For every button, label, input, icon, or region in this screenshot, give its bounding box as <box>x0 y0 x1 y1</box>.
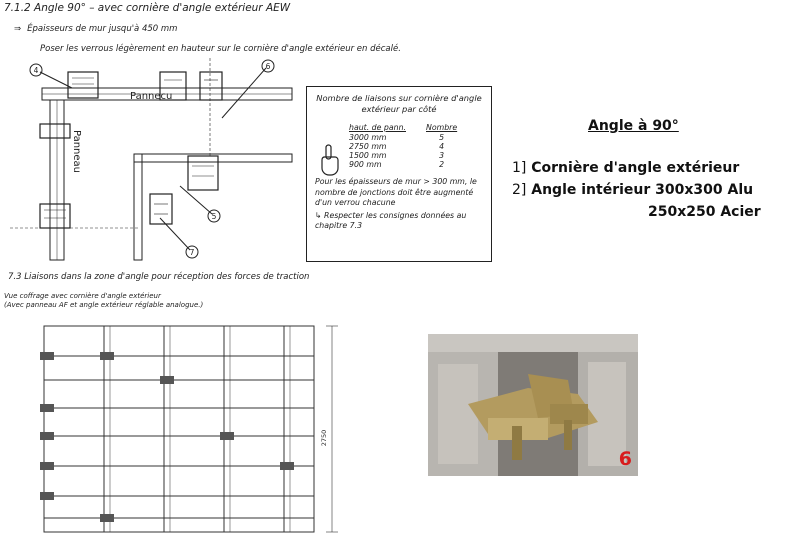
section-73-subtitle-line1: Vue coffrage avec cornière d'angle extér… <box>4 292 161 300</box>
panel-label-horizontal: Pannecu <box>130 91 172 102</box>
section-73-subtitle: Vue coffrage avec cornière d'angle extér… <box>4 292 203 310</box>
row-count: 3 <box>439 151 445 160</box>
info-box-reference: ↳ Respecter les consignes données au cha… <box>315 211 483 232</box>
corner-drawing: 4 6 5 7 Pannecu Panneau <box>10 58 293 261</box>
inner-horizontal-panel <box>133 153 293 163</box>
list-item: 2] Angle intérieur 300x300 Alu <box>512 182 753 198</box>
clamp <box>100 514 114 522</box>
clamp <box>220 432 234 440</box>
arrow-right-icon: ↳ <box>315 210 322 220</box>
info-box-note: Pour les épaisseurs de mur > 300 mm, le … <box>315 177 477 207</box>
clamp-block <box>39 203 71 229</box>
item-text: Angle intérieur 300x300 Alu <box>531 182 754 198</box>
arrow-right-icon: ⇒ <box>14 24 22 34</box>
section-73-subtitle-line2: (Avec panneau AF et angle extérieur régl… <box>4 301 204 309</box>
info-box-heading: Nombre de liaisons sur cornière d'angle … <box>316 93 482 114</box>
photo-icon <box>428 334 638 476</box>
row-count: 5 <box>439 133 445 142</box>
panel-height-table: haut. de pann. Nombre 3000 mm 5 2750 mm … <box>339 123 467 169</box>
connections-info-box: Nombre de liaisons sur cornière d'angle … <box>306 86 492 262</box>
item-text: Cornière d'angle extérieur <box>531 160 740 176</box>
callout-4: 4 <box>34 66 39 75</box>
row-height: 900 mm <box>349 160 382 169</box>
list-item-continuation: 250x250 Acier <box>648 204 761 220</box>
angle-heading: Angle à 90° <box>588 118 679 134</box>
instruction-text: Poser les verrous légèrement en hauteur … <box>40 44 401 54</box>
callout-5: 5 <box>212 212 217 221</box>
photo-number: 6 <box>618 448 632 470</box>
clamp <box>40 462 54 470</box>
table-row: 3000 mm 5 <box>339 133 467 142</box>
table-row: 1500 mm 3 <box>339 151 467 160</box>
dimension-label: 2750 <box>320 430 328 447</box>
clamp <box>40 492 54 500</box>
wall-thickness-text: Épaisseurs de mur jusqu'à 450 mm <box>27 24 178 34</box>
formwork-frame <box>43 325 315 533</box>
clamp-photo: 6 <box>428 334 638 476</box>
panel-label-vertical: Panneau <box>71 130 82 173</box>
col-header-count: Nombre <box>426 123 458 132</box>
pointing-hand-icon <box>321 144 339 176</box>
row-count: 4 <box>439 142 445 151</box>
clamp-block <box>159 71 187 101</box>
item-index: 1] <box>512 160 527 176</box>
clamp <box>100 352 114 360</box>
clamp <box>160 376 174 384</box>
clamp <box>40 432 54 440</box>
clamp <box>40 352 54 360</box>
clamp-block <box>67 71 99 99</box>
col-header-height: haut. de pann. <box>349 123 406 132</box>
formwork-elevation-drawing: 2750 <box>40 325 338 533</box>
clamp-block <box>149 193 173 225</box>
section-title: 7.1.2 Angle 90° – avec cornière d'angle … <box>4 2 291 14</box>
row-count: 2 <box>439 160 445 169</box>
clamp <box>40 404 54 412</box>
clamp-block <box>187 155 219 191</box>
wall-thickness-line: ⇒ Épaisseurs de mur jusqu'à 450 mm <box>14 24 177 34</box>
table-row: 900 mm 2 <box>339 160 467 169</box>
section-73-title: 7.3 Liaisons dans la zone d'angle pour r… <box>8 272 310 282</box>
inner-vertical-panel <box>133 153 143 261</box>
callout-7: 7 <box>190 248 195 257</box>
row-height: 2750 mm <box>349 142 387 151</box>
table-row: 2750 mm 4 <box>339 142 467 151</box>
item-index: 2] <box>512 182 527 198</box>
row-height: 3000 mm <box>349 133 387 142</box>
list-item: 1] Cornière d'angle extérieur <box>512 160 739 176</box>
clamp-block <box>39 123 71 139</box>
row-height: 1500 mm <box>349 151 387 160</box>
callout-6: 6 <box>266 62 271 71</box>
clamp-block <box>199 71 223 101</box>
clamp <box>280 462 294 470</box>
reference-text: Respecter les consignes données au chapi… <box>315 210 467 231</box>
